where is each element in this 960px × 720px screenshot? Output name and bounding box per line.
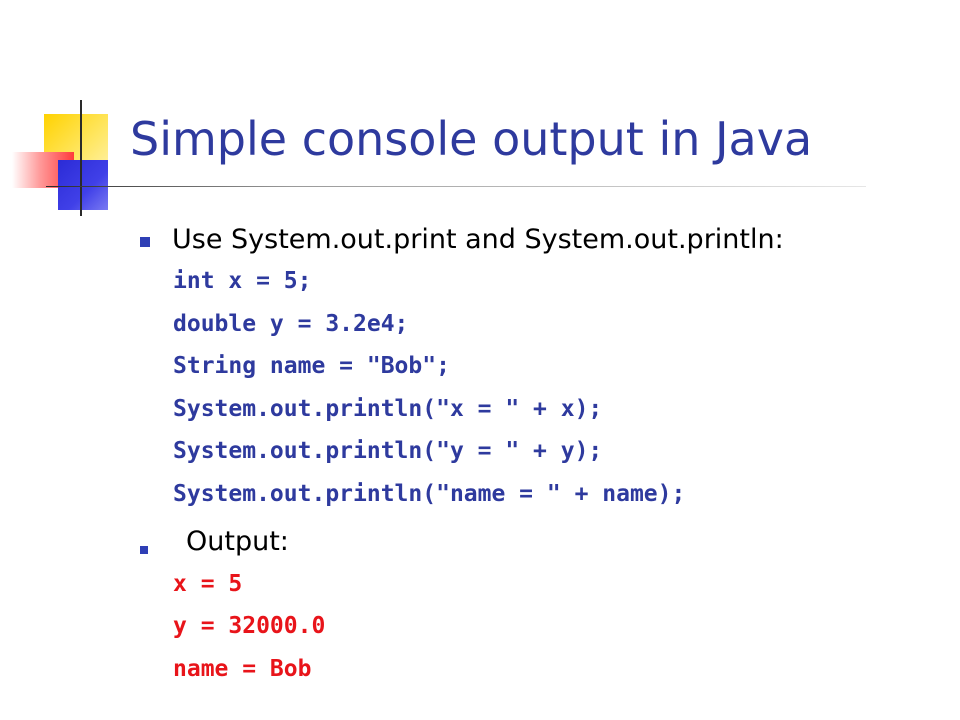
bullet-marker: [140, 237, 150, 247]
output-line: name = Bob: [173, 656, 312, 682]
output-line: y = 32000.0: [173, 613, 326, 639]
bullet-text: Output:: [186, 526, 289, 557]
code-line: String name = "Bob";: [173, 353, 450, 379]
decorative-vertical-line: [80, 100, 82, 216]
code-line: double y = 3.2e4;: [173, 311, 409, 337]
bullet-marker: [140, 546, 148, 554]
code-line: System.out.println("y = " + y);: [173, 438, 603, 464]
code-line: int x = 5;: [173, 268, 312, 294]
title-underline: [46, 186, 866, 187]
output-line: x = 5: [173, 571, 243, 597]
code-line: System.out.println("x = " + x);: [173, 396, 603, 422]
decorative-blue-square: [58, 160, 108, 210]
code-line: System.out.println("name = " + name);: [173, 481, 686, 507]
bullet-text: Use System.out.print and System.out.prin…: [172, 224, 784, 255]
slide-title: Simple console output in Java: [130, 112, 813, 166]
